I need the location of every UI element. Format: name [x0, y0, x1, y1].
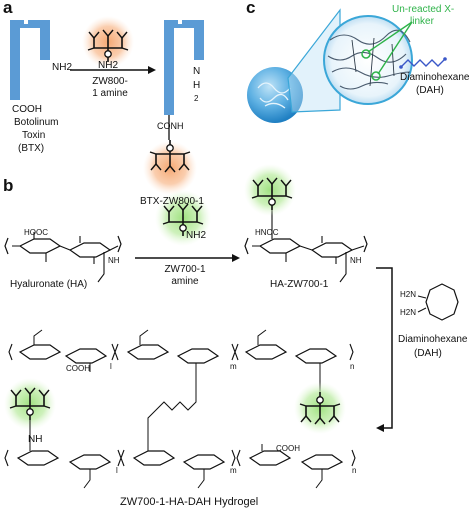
- dah-label-c-2: (DAH): [416, 85, 444, 96]
- toxin-label-3: (BTX): [18, 143, 45, 154]
- hydrogel-label: ZW700-1-HA-DAH Hydrogel: [120, 496, 259, 508]
- subscript-m-lower: m: [230, 466, 237, 475]
- zw700-arrow-label-1: ZW700-1: [164, 264, 206, 275]
- green-glow-product: [244, 164, 296, 216]
- subscript-n-upper: n: [350, 362, 355, 371]
- nh-hydrogel-label: NH: [28, 434, 43, 445]
- dah-nh2-bonds: [417, 295, 427, 313]
- toxin-label-2: Toxin: [22, 130, 46, 141]
- dah-label-b-1: Diaminohexane: [398, 334, 468, 345]
- btx-zw800-label: BTX-ZW800-1: [140, 196, 204, 207]
- dah-zigzag: [401, 59, 445, 67]
- dah-crosslinker-chain: [147, 388, 197, 432]
- unreacted-crosslinker-label-1: Un-reacted X-: [392, 4, 455, 15]
- subscript-n-lower: n: [352, 466, 357, 475]
- toxin-label-1: Botolinum: [14, 117, 59, 128]
- panel-b-label: b: [3, 176, 14, 195]
- subscript-m-upper: m: [230, 362, 237, 371]
- ha-structure: [4, 232, 122, 283]
- unreacted-crosslinker-label-2: linker: [410, 16, 434, 27]
- ha-zw700-structure: [244, 205, 368, 283]
- nh-ha-label: NH: [108, 256, 120, 265]
- panel-b: [4, 164, 459, 489]
- reaction-arrowhead-b: [232, 254, 240, 262]
- hydrogel-lower-chain: [4, 432, 356, 489]
- hydrogel-upper-chain: [8, 329, 354, 392]
- amine-group-label: NH2: [98, 60, 119, 71]
- nh2-left-label: NH2: [52, 62, 73, 73]
- ha-zw700-label: HA-ZW700-1: [270, 279, 329, 290]
- panel-c-label: c: [246, 0, 256, 17]
- dah-label-c-1: Diaminohexane: [400, 72, 470, 83]
- reaction-arrowhead-a: [148, 66, 156, 74]
- conh-label: CONH: [157, 121, 184, 131]
- vertical-h: H: [193, 80, 201, 91]
- zw700-amine-group: NH2: [186, 230, 207, 241]
- btx-right-notch: [178, 18, 182, 24]
- bracket-arrow: [376, 267, 393, 429]
- sphere-network-lines: [257, 82, 291, 109]
- zoom-cone: [287, 8, 341, 113]
- bracket-arrowhead: [376, 424, 384, 432]
- unreacted-crosslinker-marker-1: [361, 49, 371, 59]
- hooc-label: HOOC: [24, 228, 48, 237]
- unreacted-crosslinker-marker-2: [371, 71, 381, 81]
- zw800-arrow-label-1: ZW800-: [92, 76, 128, 87]
- cooh-hydrogel-lower: COOH: [276, 444, 300, 453]
- btx-protein-left: [10, 20, 50, 100]
- dah-cyclic-icon: [425, 283, 459, 321]
- zoom-chains: [327, 29, 411, 90]
- zw700-arrow-label-2: amine: [171, 276, 199, 287]
- cooh-label: COOH: [12, 104, 42, 115]
- vertical-2: 2: [194, 94, 199, 103]
- dah-end-n1: [399, 65, 403, 69]
- zoom-crosslinks: [351, 37, 395, 87]
- zw800-arrow-label-2: 1 amine: [92, 88, 128, 99]
- nh-product-label: NH: [350, 256, 362, 265]
- h2n-bottom-label: H2N: [400, 308, 417, 317]
- panel-c: [247, 8, 447, 123]
- btx-left-notch: [24, 18, 28, 24]
- cooh-hydrogel-upper: COOH: [66, 364, 90, 373]
- subscript-l-upper: l: [110, 362, 112, 371]
- hnoc-label: HNOC: [255, 228, 279, 237]
- ha-label: Hyaluronate (HA): [10, 279, 88, 290]
- subscript-l-lower: l: [116, 466, 118, 475]
- dah-end-n2: [443, 57, 447, 61]
- annotation-leader-1: [367, 21, 413, 53]
- btx-protein-right: [164, 20, 204, 115]
- vertical-n: N: [193, 66, 201, 77]
- annotation-leader-2: [377, 21, 413, 75]
- zoom-circle: [323, 15, 413, 105]
- panel-a: [10, 16, 204, 195]
- hydrogel-sphere: [247, 67, 303, 123]
- dah-label-b-2: (DAH): [414, 348, 442, 359]
- panel-a-label: a: [3, 0, 13, 17]
- h2n-top-label: H2N: [400, 290, 417, 299]
